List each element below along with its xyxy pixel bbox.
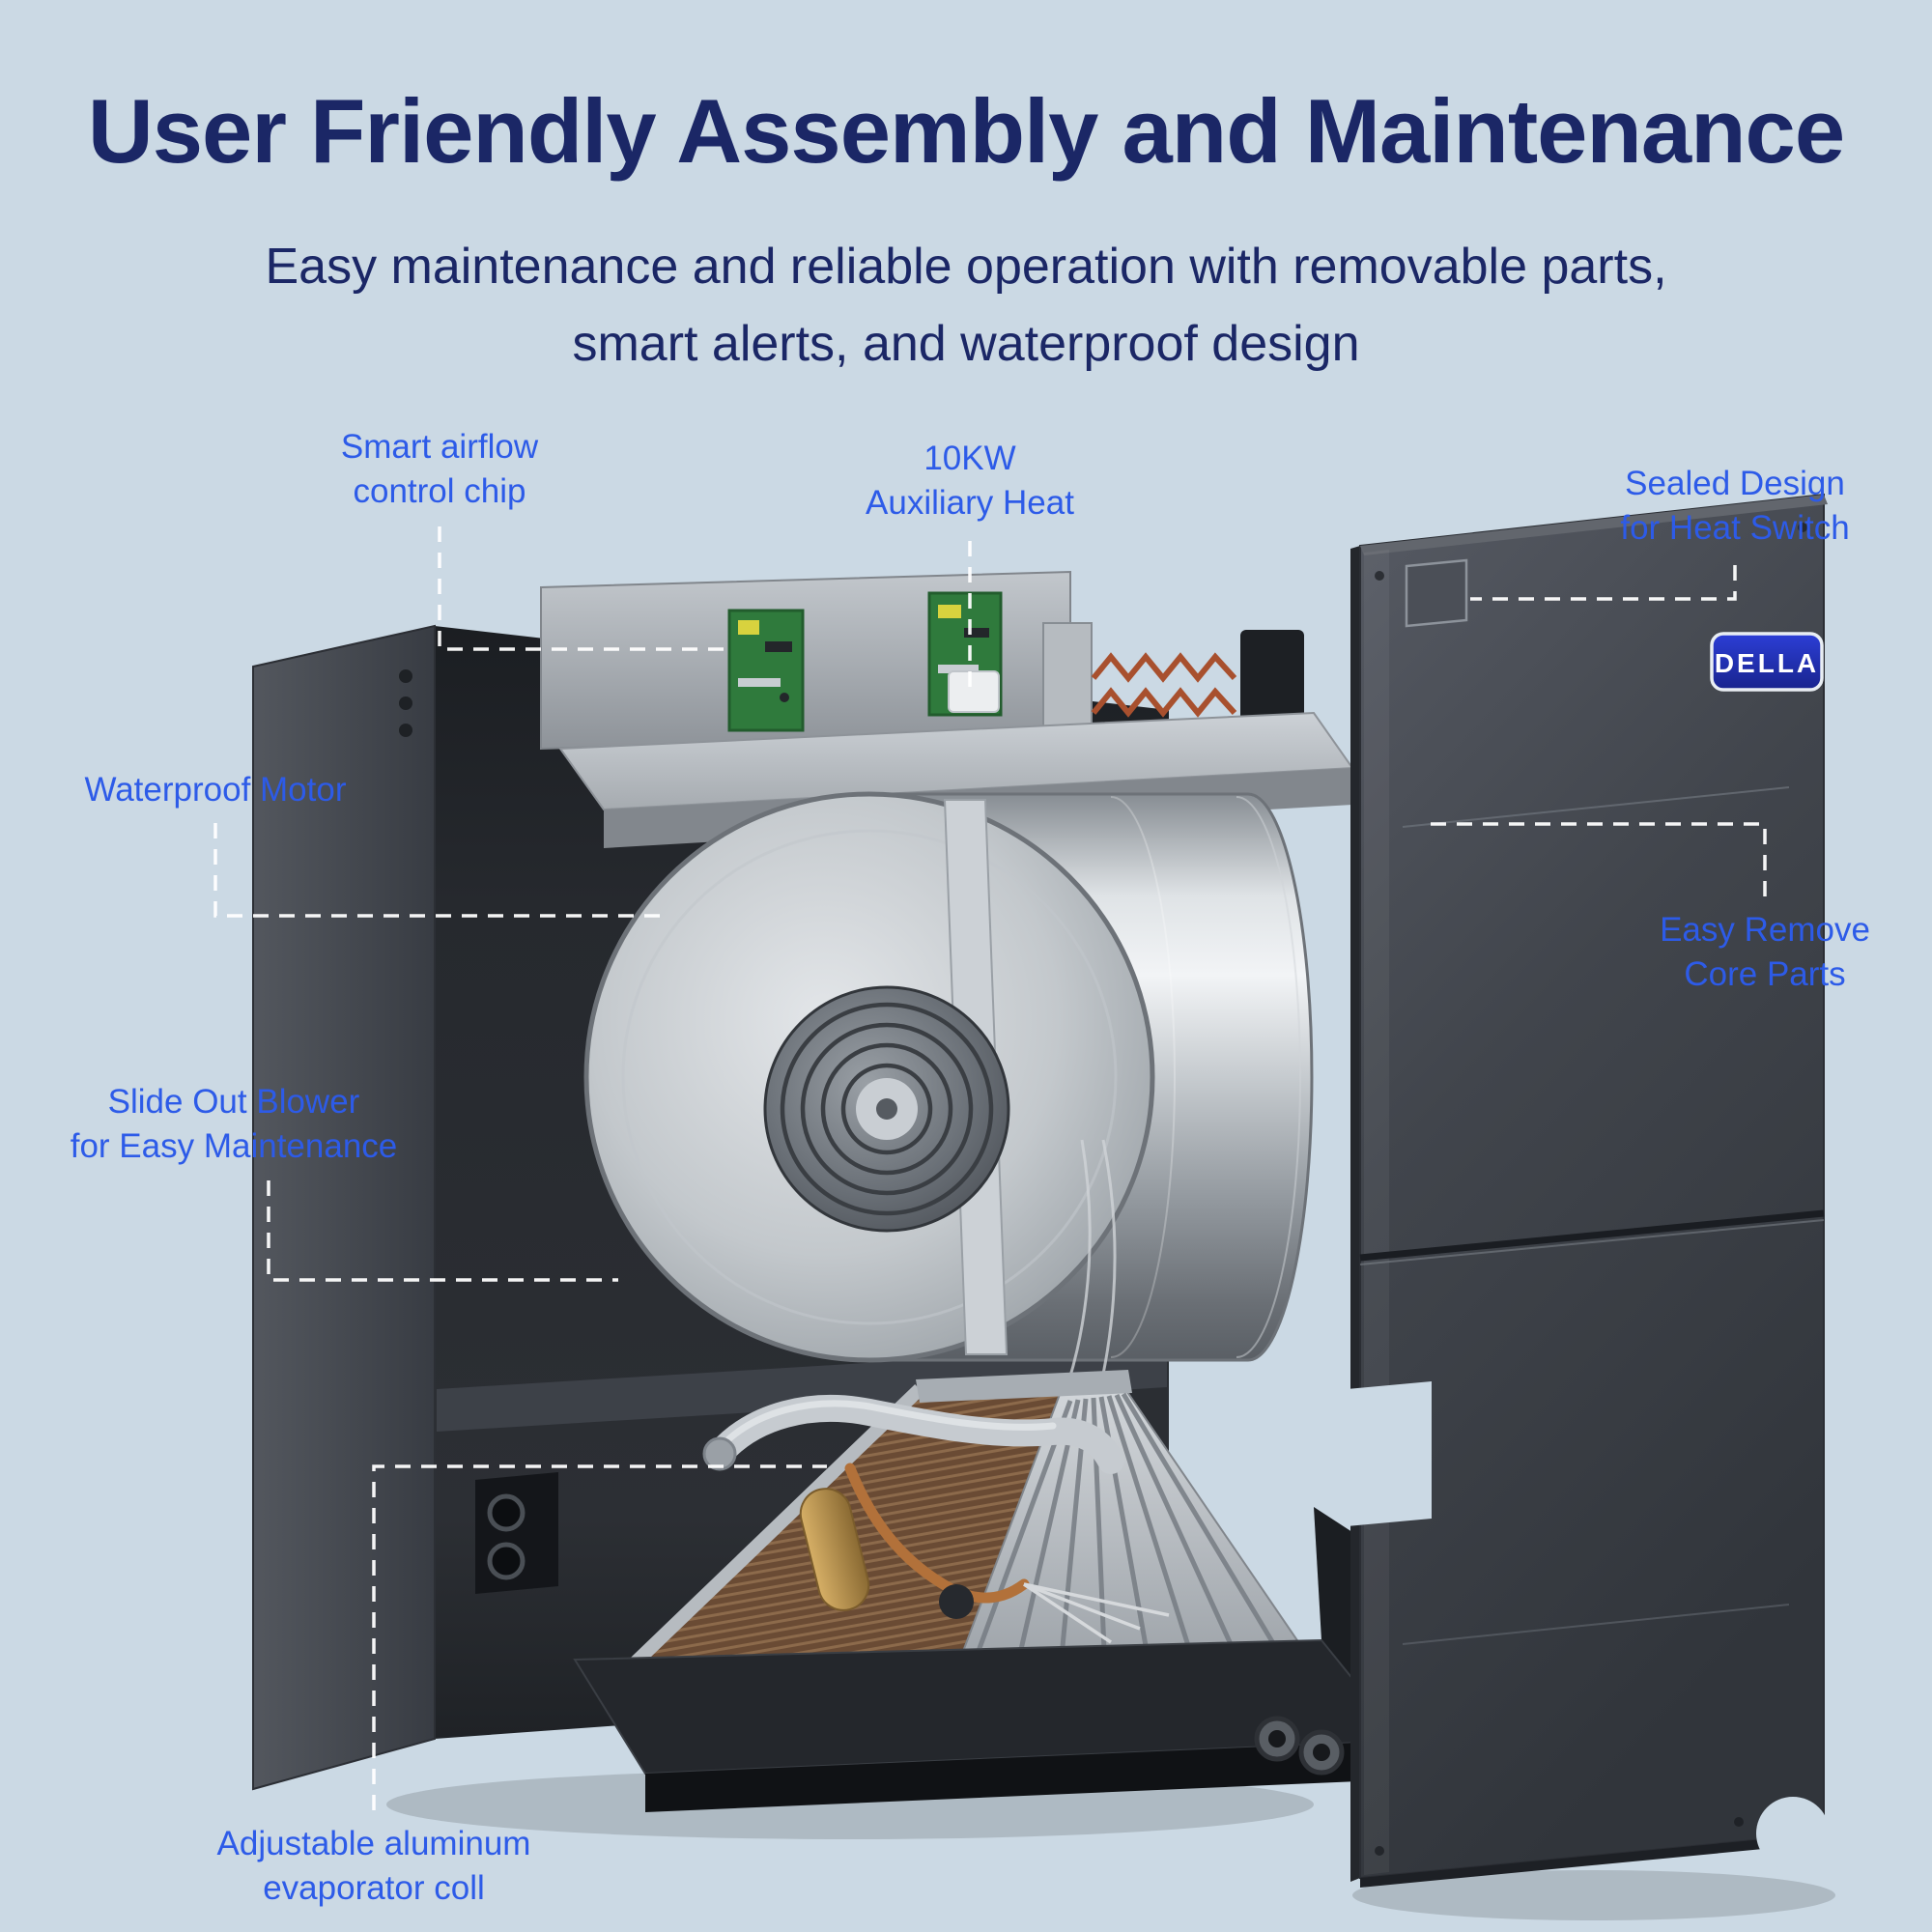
panel-face [1359,493,1825,1880]
airflow-control-board [727,609,805,732]
connector-easy-remove [1431,822,1767,898]
evaporator-coil [611,1370,1403,1741]
side-vent-hole [399,669,412,683]
panel-bottom-edge [1360,1833,1824,1888]
callout-line: for Heat Switch [1620,509,1850,547]
coil-edge-channel [611,1383,924,1687]
front-panel: DELLA [1347,493,1830,1888]
connector-smart-chip [438,526,732,651]
callout-line: Easy Remove [1660,911,1870,949]
connector-waterproof-motor [213,823,665,918]
heating-element [1091,652,1237,683]
della-logo-badge: DELLA [1710,632,1824,692]
mid-divider-rail [437,1345,1167,1432]
conduit-knockout [487,1493,526,1532]
callout-slide-out-blower: Slide Out Blower for Easy Maintenance [16,1080,451,1169]
heater-terminal [948,670,1000,713]
callout-auxiliary-heat: 10KW Auxiliary Heat [777,437,1163,526]
callout-waterproof-motor: Waterproof Motor [22,768,409,812]
connector-evaporator [372,1464,827,1810]
callout-connectors [213,526,1767,1810]
callout-sealed-design: Sealed Design for Heat Switch [1542,462,1928,551]
suction-pipe [706,1394,1124,1474]
subtitle-line: Easy maintenance and reliable operation … [265,239,1667,295]
panel-screws [1375,523,1807,1856]
auxiliary-heater [948,622,1304,736]
blower-motor [763,985,1010,1233]
panel-seam-line [1402,786,1790,828]
panel-split-seam [1359,1209,1825,1262]
copper-pipe [844,1463,1030,1604]
heat-switch-cover [1405,558,1468,628]
callout-line: control chip [353,472,526,510]
callout-line: Waterproof Motor [84,771,347,809]
distributor-tubes [1023,1582,1170,1644]
expansion-valve [939,1584,974,1619]
panel-top-edge [1360,495,1828,555]
callout-evaporator-coil: Adjustable aluminum evaporator coll [156,1822,591,1911]
side-vent-hole [399,696,412,710]
callout-line: evaporator coll [263,1869,485,1907]
page-subtitle: Easy maintenance and reliable operation … [0,228,1932,383]
heating-element [1091,687,1237,718]
heater-contactor [1240,630,1304,736]
panel-notch-cutout [1347,1381,1432,1526]
callout-line: Slide Out Blower [107,1083,360,1121]
callout-easy-remove: Easy Remove Core Parts [1596,908,1932,997]
panel-left-edge [1350,546,1360,1882]
air-handler-unit [252,570,1406,1812]
blower-assembly [583,791,1314,1423]
secondary-control-board [927,591,1003,717]
callout-line: Core Parts [1684,955,1846,993]
callout-smart-airflow-chip: Smart airflow control chip [246,425,633,514]
callout-line: Sealed Design [1625,465,1845,502]
subtitle-line: smart alerts, and waterproof design [572,316,1360,372]
callout-line: Adjustable aluminum [216,1825,531,1862]
pipe-end [702,1436,737,1471]
callout-line: Auxiliary Heat [866,484,1074,522]
conduit-knockout [487,1542,526,1580]
callout-line: 10KW [923,440,1016,477]
coil-apex-plate [916,1370,1132,1403]
della-logo-text: DELLA [1715,648,1819,678]
page-title: User Friendly Assembly and Maintenance [87,80,1845,182]
brass-muffler [799,1488,870,1611]
heater-bracket [1042,622,1093,736]
callout-line: for Easy Maintenance [70,1127,398,1165]
panel-shadow [1352,1870,1835,1920]
connector-slide-out [267,1180,618,1282]
callout-line: Smart airflow [340,428,539,466]
connector-sealed-design [1470,565,1737,601]
side-vent-hole [399,724,412,737]
panel-corner-cutout [1756,1797,1830,1870]
panel-seam-line [1402,1604,1790,1645]
drain-pan [573,1638,1406,1812]
